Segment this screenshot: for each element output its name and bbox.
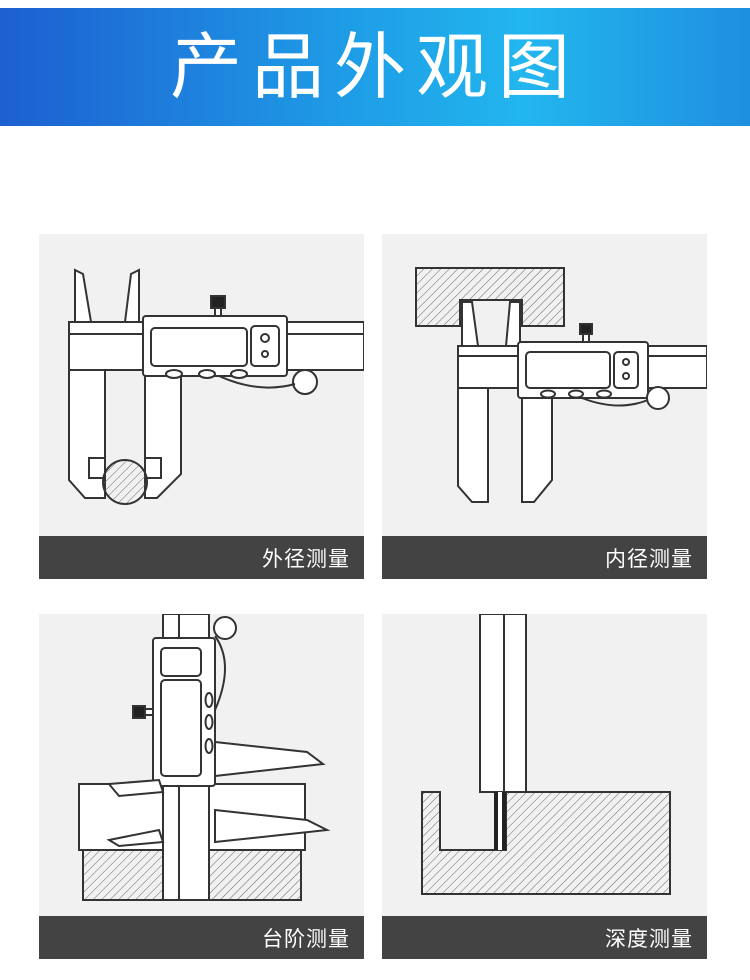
caption-step: 台阶测量 (39, 916, 364, 959)
caption-inside-diameter: 内径测量 (382, 536, 707, 579)
caption-outside-diameter: 外径测量 (39, 536, 364, 579)
panel-depth: 深度测量 (382, 614, 707, 959)
header-banner: 产品外观图 (0, 8, 750, 126)
panel-outside-diameter: 外径测量 (39, 234, 364, 579)
bored-workpiece (415, 267, 565, 327)
panel-inside-diameter: 内径测量 (382, 234, 707, 579)
inside-diameter-illustration (415, 267, 707, 503)
panel-step: 台阶测量 (39, 614, 364, 959)
caption-depth: 深度测量 (382, 916, 707, 959)
page-title: 产品外观图 (169, 25, 580, 109)
round-workpiece (102, 459, 148, 505)
pocket-workpiece (421, 791, 671, 895)
step-illustration (78, 614, 331, 901)
depth-illustration (421, 614, 671, 895)
outside-diameter-illustration (68, 268, 364, 505)
